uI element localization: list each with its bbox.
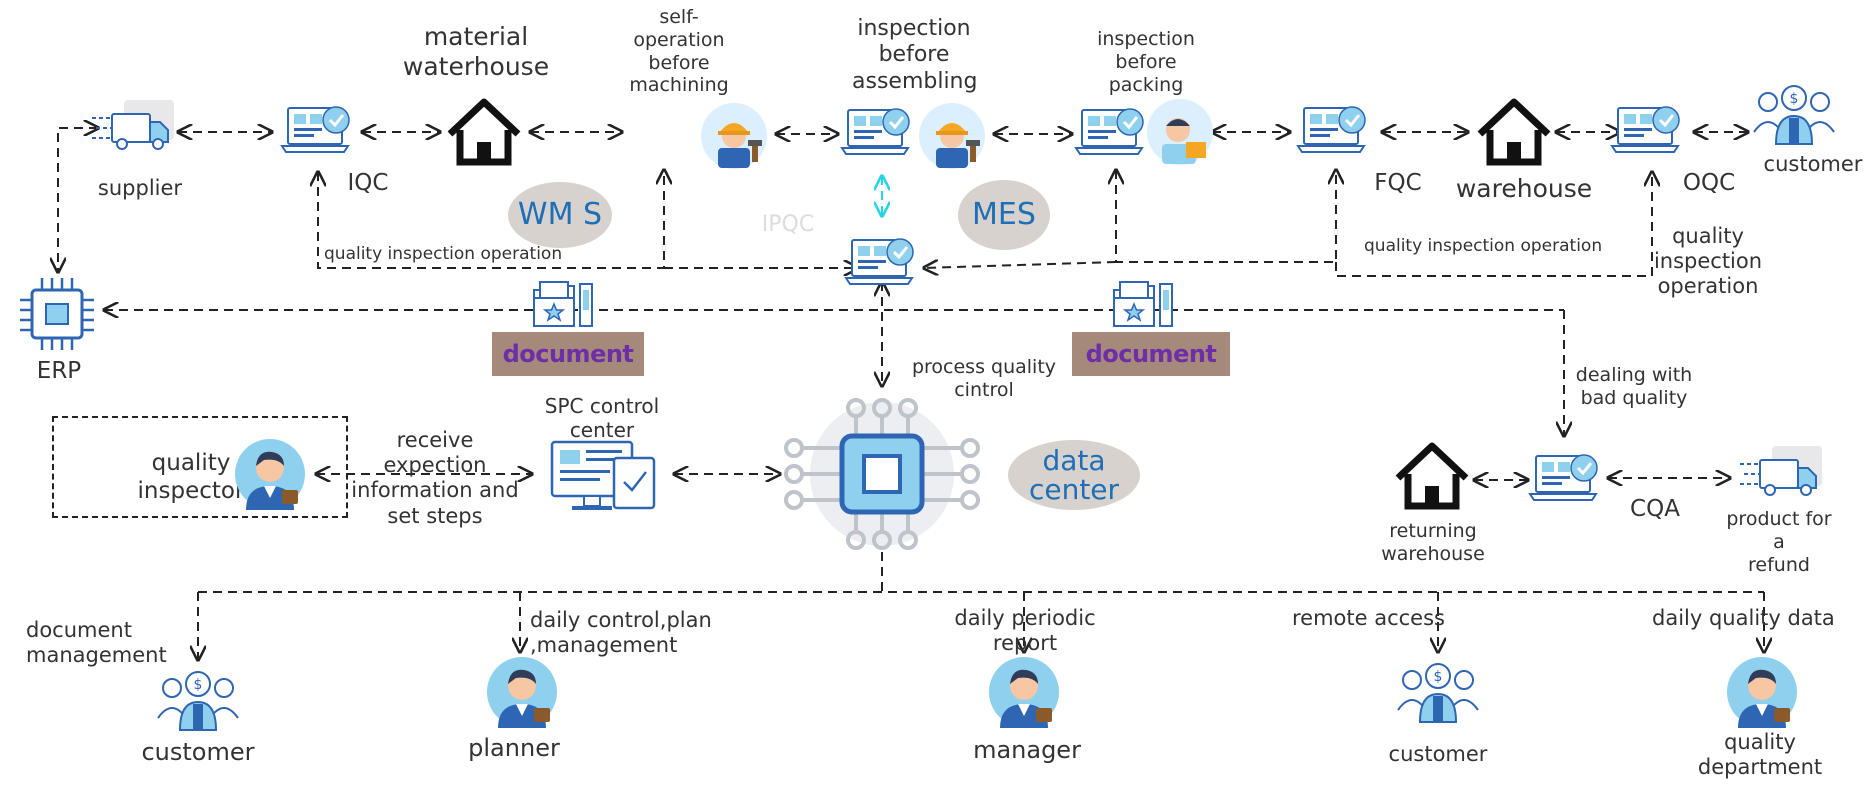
- iqc-laptop-icon: [280, 104, 354, 156]
- product-refund-label: product for a refund: [1726, 508, 1832, 576]
- assembling-laptop-icon: [840, 106, 914, 158]
- customer-right-label: customer: [1388, 742, 1488, 766]
- quality-inspection-stacked-label: quality inspection operation: [1653, 224, 1763, 299]
- warehouse-label: warehouse: [1455, 174, 1593, 203]
- document-left-badge: document: [492, 332, 644, 376]
- daily-periodic-label: daily periodic report: [954, 606, 1096, 656]
- worker-packing-icon: [1144, 98, 1216, 166]
- daily-quality-data-label: daily quality data: [1652, 606, 1835, 630]
- svg-text:$: $: [1790, 91, 1799, 107]
- spc-monitor-icon: [548, 438, 660, 514]
- dealing-bad-quality-label: dealing with bad quality: [1575, 364, 1693, 409]
- manager-avatar-icon: [986, 656, 1062, 728]
- erp-chip-icon: [18, 276, 100, 352]
- svg-text:$: $: [194, 677, 203, 693]
- planner-label: planner: [468, 734, 560, 762]
- daily-control-label: daily control,plan ,management: [530, 608, 712, 658]
- manager-label: manager: [973, 736, 1081, 764]
- worker-hardhat-icon: [698, 102, 770, 170]
- inspection-packing-label: inspection before packing: [1097, 28, 1195, 96]
- receive-expection-label: receive expection information and set st…: [351, 428, 519, 528]
- document-folder-icon: [1110, 280, 1180, 330]
- data-center-chip-icon: [780, 394, 984, 554]
- customer-group-icon: $: [156, 668, 240, 734]
- process-quality-label: process quality cintrol: [911, 356, 1057, 401]
- document-right-badge: document: [1072, 332, 1230, 376]
- fqc-label: FQC: [1374, 170, 1422, 196]
- fqc-laptop-icon: [1296, 104, 1370, 156]
- quality-inspection-left-label: quality inspection operation: [324, 244, 563, 264]
- customer-top-label: customer: [1763, 152, 1863, 176]
- material-warehouse-label: material waterhouse: [402, 22, 550, 81]
- quality-inspector-label: quality inspector: [137, 450, 245, 504]
- document-folder-icon: [530, 280, 600, 330]
- refund-truck-icon: [1738, 442, 1824, 512]
- planner-avatar-icon: [484, 656, 560, 728]
- remote-access-label: remote access: [1292, 606, 1445, 630]
- ipqc-label: IPQC: [761, 212, 815, 237]
- quality-department-avatar-icon: [1724, 656, 1800, 728]
- document-management-label: document management: [26, 618, 167, 668]
- customer-group-icon: $: [1752, 82, 1836, 148]
- iqc-label: IQC: [347, 170, 389, 196]
- warehouse-icon: [1474, 96, 1554, 168]
- quality-inspector-avatar-icon: [232, 438, 308, 510]
- oqc-laptop-icon: [1610, 104, 1684, 156]
- returning-warehouse-label: returning warehouse: [1381, 520, 1485, 565]
- cqa-laptop-icon: [1528, 452, 1602, 504]
- cqa-label: CQA: [1630, 496, 1680, 522]
- customer-group-icon: $: [1396, 660, 1480, 726]
- quality-department-label: quality department: [1697, 730, 1823, 780]
- ipqc-laptop-icon: [844, 236, 918, 288]
- supplier-truck-icon: [90, 96, 176, 166]
- quality-inspector-box: [52, 416, 348, 518]
- erp-label: ERP: [36, 358, 82, 384]
- supplier-label: supplier: [97, 176, 183, 200]
- spc-center-label: SPC control center: [544, 394, 660, 442]
- svg-text:$: $: [1434, 669, 1443, 685]
- customer-left-label: customer: [141, 738, 255, 766]
- material-warehouse-icon: [444, 96, 524, 168]
- wms-system-badge: WM S: [508, 182, 612, 248]
- packing-laptop-icon: [1074, 106, 1148, 158]
- quality-inspection-right-label: quality inspection operation: [1364, 236, 1603, 256]
- worker-hardhat-icon: [916, 102, 988, 170]
- mes-system-badge: MES: [958, 180, 1050, 250]
- oqc-label: OQC: [1682, 170, 1736, 196]
- data-center-badge: data center: [1008, 440, 1140, 510]
- returning-warehouse-icon: [1392, 440, 1472, 512]
- inspection-assembling-label: inspection before assembling: [852, 16, 978, 94]
- self-operation-label: self- operation before machining: [629, 6, 729, 97]
